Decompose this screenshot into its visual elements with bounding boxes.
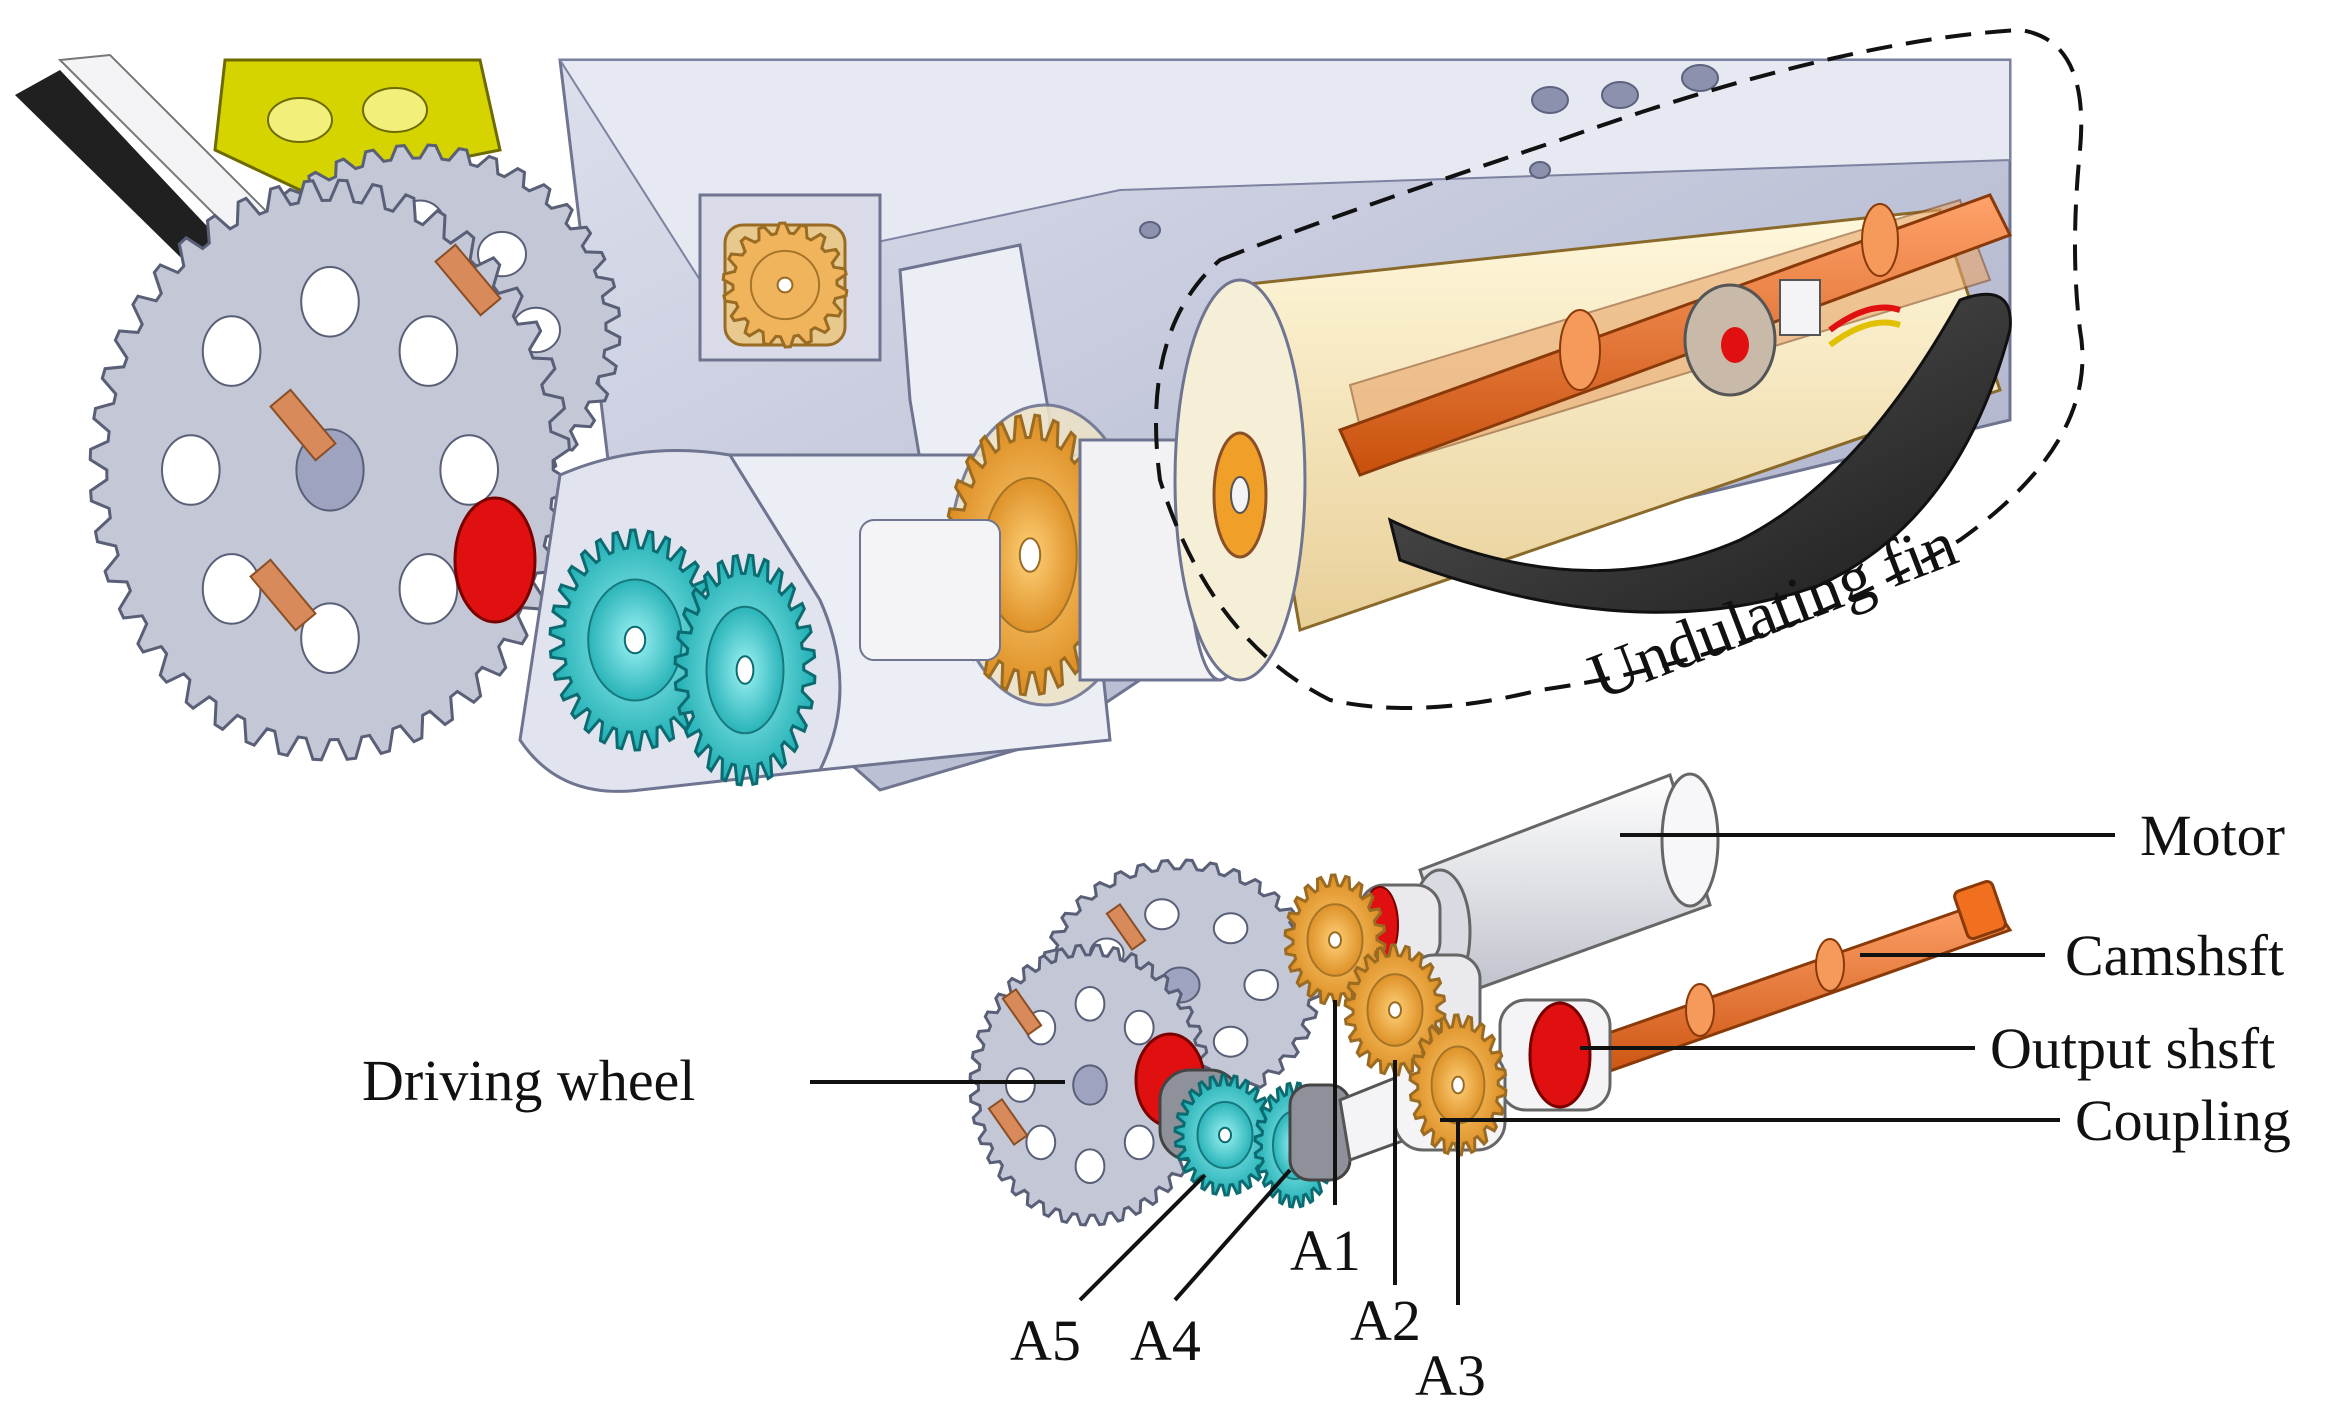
- spur-a2-bore: [1388, 1001, 1402, 1019]
- upper-bevel-a5-bore: [623, 625, 647, 655]
- upper-sprocket-front-hole: [398, 553, 459, 625]
- camshaft-rod: [1337, 193, 2013, 477]
- output-shaft-label: Output shsft: [1990, 1016, 2275, 1081]
- exploded-drivetrain-view: Motor Camshsft Output shsft Coupling Dri…: [362, 772, 2291, 1408]
- driving-wheel-front-hole: [1074, 1148, 1106, 1184]
- gear-a2-label: A2: [1350, 1288, 1421, 1353]
- camshaft-label: Camshsft: [2065, 923, 2284, 988]
- drive-sprocket-front: [88, 178, 572, 762]
- spur-a1-bore: [1328, 931, 1342, 949]
- undulating-fin: [1387, 292, 2012, 614]
- output-shaft: [1498, 998, 1612, 1112]
- coupling-label: Coupling: [2075, 1088, 2291, 1153]
- frame-holes: [1139, 64, 1719, 239]
- driving-wheel-label: Driving wheel: [362, 1048, 695, 1113]
- driving-wheel-front-hole: [1123, 1009, 1155, 1046]
- upper-bevel-a4-bore: [735, 655, 755, 685]
- leader-lines: [810, 833, 2115, 1305]
- upper-sprocket-front-hole: [439, 434, 500, 506]
- crank-disk: [1683, 279, 1901, 397]
- driving-wheel-front-hole: [1074, 986, 1106, 1022]
- upper-sprocket-front-hole: [201, 553, 262, 625]
- fin-region-outline: [1154, 27, 2085, 710]
- upper-assembly-view: Undulating fin: [15, 27, 2085, 793]
- bevel-a5-bore: [1218, 1126, 1232, 1144]
- upper-sprocket-front-hole: [161, 434, 221, 506]
- upper-bevel-gear-a5: [548, 528, 722, 752]
- driving-wheel-front-hub: [1072, 1064, 1108, 1106]
- driving-wheel-rear-hole: [1212, 912, 1249, 945]
- driving-wheel-rear-hole: [1243, 969, 1279, 1001]
- gear-a5-label: A5: [1010, 1308, 1081, 1373]
- driving-wheel-rear-hole: [1144, 898, 1180, 931]
- upper-sprocket-front-hole: [300, 266, 360, 338]
- upper-sprocket-front-hole: [398, 315, 459, 387]
- upper-sprocket-front-hole: [201, 315, 262, 387]
- driving-wheel-front-hole: [1025, 1124, 1057, 1161]
- driving-wheel-front-hole: [1123, 1124, 1155, 1161]
- spur-a3-bore: [1451, 1075, 1465, 1095]
- upper-bevel-gears: [548, 528, 817, 787]
- red-hub: [453, 496, 537, 624]
- upper-sprocket-front-hole: [300, 602, 360, 675]
- upper-gear-housing: [698, 193, 882, 362]
- camshaft: [1558, 879, 2013, 1087]
- bevel-gear-a5: [1173, 1073, 1277, 1197]
- driving-wheel-pins: [987, 902, 1147, 1147]
- driving-wheel-rear-hole: [1212, 1025, 1249, 1058]
- leader-a4: [1173, 1168, 1292, 1302]
- copper-pins: [249, 243, 502, 632]
- motor-label: Motor: [2140, 803, 2285, 868]
- driving-wheel-front-hole: [1005, 1067, 1036, 1103]
- upper-bevel-gear-a4: [673, 553, 817, 787]
- gear-a3-label: A3: [1415, 1343, 1486, 1408]
- gearbox-spur-gear-bore: [1018, 537, 1042, 573]
- frame-plate-upper-face: [558, 59, 2011, 282]
- gear-a4-label: A4: [1130, 1308, 1201, 1373]
- upper-spur-gear: [721, 221, 849, 349]
- gear-a1-label: A1: [1290, 1218, 1361, 1283]
- leader-a5: [1078, 1173, 1207, 1302]
- upper-spur-gear-bore: [776, 276, 794, 294]
